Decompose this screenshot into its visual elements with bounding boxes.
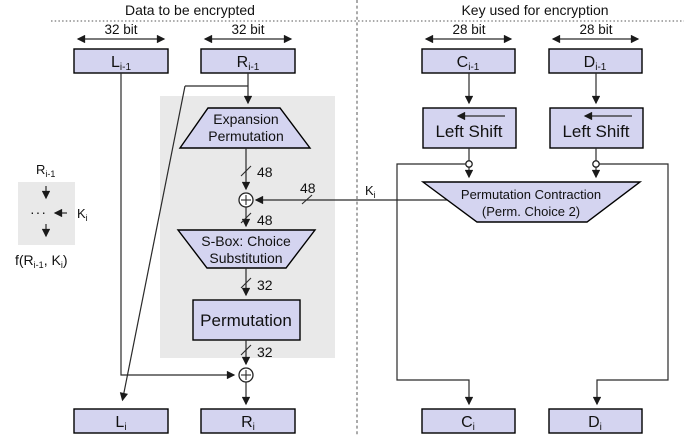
register-box-r-next bbox=[200, 408, 296, 434]
bus-tick-48-xor bbox=[240, 212, 252, 224]
register-label-l-prev: Li-1 bbox=[111, 54, 131, 73]
width-label-c: 28 bit bbox=[452, 22, 485, 37]
bus-tick-48-expansion bbox=[240, 165, 252, 177]
bus-label-48-xor: 48 bbox=[257, 212, 273, 228]
register-box-d-prev bbox=[548, 48, 643, 74]
junction-dot-d bbox=[592, 160, 600, 168]
bus-label-48-key: 48 bbox=[300, 180, 316, 196]
permutation-box bbox=[192, 299, 301, 341]
register-box-r-prev bbox=[200, 48, 296, 74]
width-label-l: 32 bit bbox=[104, 22, 137, 37]
bus-label-32-perm: 32 bbox=[257, 344, 273, 360]
header-data-section: Data to be encrypted bbox=[125, 2, 255, 18]
bus-tick-32-perm bbox=[240, 344, 252, 356]
left-shift-box-c bbox=[422, 107, 517, 149]
register-label-d-prev: Di-1 bbox=[584, 54, 607, 73]
left-shift-box-d bbox=[549, 107, 644, 149]
permutation-label: Permutation bbox=[200, 311, 292, 330]
left-shift-label-c: Left Shift bbox=[435, 122, 502, 141]
sbox-trapezoid bbox=[176, 229, 317, 269]
bus-label-48-expansion: 48 bbox=[257, 164, 273, 180]
bus-label-32-sbox: 32 bbox=[257, 277, 273, 293]
left-shift-label-d: Left Shift bbox=[562, 122, 629, 141]
register-label-r-prev: Ri-1 bbox=[237, 54, 260, 73]
register-label-d-next: Di bbox=[588, 414, 602, 433]
legend-r-label: Ri-1 bbox=[36, 162, 55, 179]
legend-dots: ··· bbox=[30, 204, 47, 220]
junction-dot-c bbox=[465, 160, 473, 168]
expansion-permutation-trapezoid bbox=[178, 107, 312, 149]
register-box-l-next bbox=[73, 408, 169, 434]
header-key-section: Key used for encryption bbox=[461, 2, 608, 18]
width-label-d: 28 bit bbox=[579, 22, 612, 37]
expansion-permutation-line2: Permutation bbox=[208, 128, 283, 144]
legend-f-function-label: f(Ri-1, Ki) bbox=[15, 252, 67, 270]
width-label-r: 32 bit bbox=[231, 22, 264, 37]
bus-tick-48-key bbox=[301, 194, 313, 205]
sbox-line1: S-Box: Choice bbox=[201, 233, 291, 249]
register-box-d-next bbox=[548, 408, 643, 434]
expansion-permutation-line1: Expansion bbox=[213, 111, 278, 127]
register-label-c-next: Ci bbox=[461, 414, 475, 433]
wire-lprev-to-xor2 bbox=[120, 73, 236, 380]
register-label-l-next: Li bbox=[115, 414, 126, 433]
wire-rprev-to-li-diagonal bbox=[119, 85, 186, 402]
register-label-c-prev: Ci-1 bbox=[457, 54, 480, 73]
register-box-l-prev bbox=[73, 48, 169, 74]
subkey-label: Ki bbox=[365, 183, 376, 200]
bus-tick-32-sbox bbox=[240, 277, 252, 289]
permuted-choice-trapezoid bbox=[420, 181, 643, 223]
sbox-line2: Substitution bbox=[209, 250, 282, 266]
legend-k-label: Ki bbox=[77, 206, 88, 223]
permuted-choice-line1: Permutation Contraction bbox=[461, 187, 601, 202]
wire-feedback-to-ci bbox=[396, 163, 474, 406]
register-box-c-next bbox=[421, 408, 516, 434]
register-label-r-next: Ri bbox=[241, 414, 255, 433]
permuted-choice-line2: (Perm. Choice 2) bbox=[482, 204, 580, 219]
wire-feedback-to-di bbox=[592, 163, 669, 406]
